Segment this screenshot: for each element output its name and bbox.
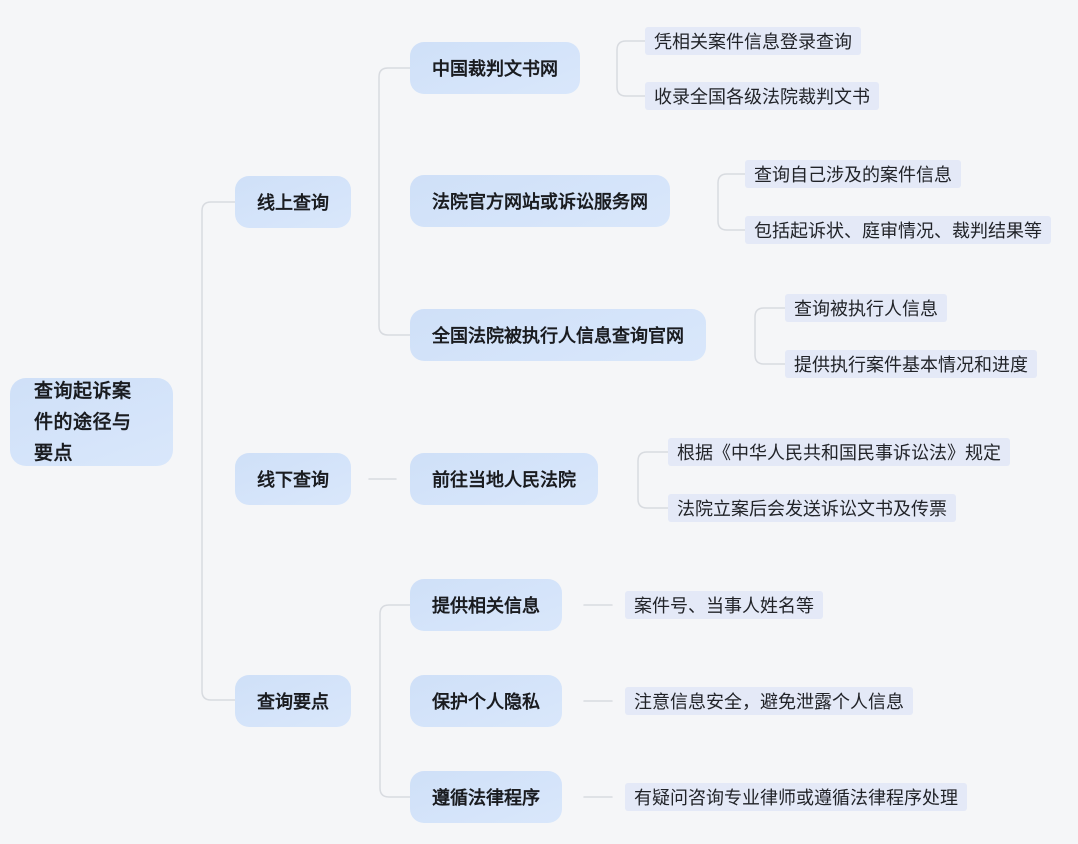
leaf-execution-progress[interactable]: 提供执行案件基本情况和进度 [785,350,1037,378]
branch-online[interactable]: 线上查询 [235,176,351,228]
node-wenshu-site[interactable]: 中国裁判文书网 [410,42,580,94]
leaf-own-case-info[interactable]: 查询自己涉及的案件信息 [745,160,961,188]
node-provide-info[interactable]: 提供相关信息 [410,579,562,631]
leaf-court-documents[interactable]: 法院立案后会发送诉讼文书及传票 [668,494,956,522]
node-protect-privacy[interactable]: 保护个人隐私 [410,675,562,727]
leaf-wenshu-collection[interactable]: 收录全国各级法院裁判文书 [645,82,879,110]
root-node[interactable]: 查询起诉案件的途径与要点 [10,378,173,466]
branch-keypoints[interactable]: 查询要点 [235,675,351,727]
node-court-site[interactable]: 法院官方网站或诉讼服务网 [410,175,670,227]
bracket-wenshu-leaves [616,40,647,97]
node-local-court[interactable]: 前往当地人民法院 [410,453,598,505]
leaf-case-contents[interactable]: 包括起诉状、庭审情况、裁判结果等 [745,216,1051,244]
leaf-executee-info[interactable]: 查询被执行人信息 [785,294,947,322]
bracket-local-court-leaves [637,451,670,509]
bracket-court-site-leaves [717,173,747,231]
node-legal-procedure[interactable]: 遵循法律程序 [410,771,562,823]
bracket-keypoints-children [379,604,412,798]
bracket-executee-leaves [754,307,787,365]
leaf-wenshu-login[interactable]: 凭相关案件信息登录查询 [645,27,861,55]
leaf-civil-procedure-law[interactable]: 根据《中华人民共和国民事诉讼法》规定 [668,438,1010,466]
bracket-branches [201,201,237,701]
leaf-case-number[interactable]: 案件号、当事人姓名等 [625,591,823,619]
branch-offline[interactable]: 线下查询 [235,453,351,505]
leaf-consult-lawyer[interactable]: 有疑问咨询专业律师或遵循法律程序处理 [625,783,967,811]
bracket-online-children [378,67,412,336]
leaf-info-security[interactable]: 注意信息安全，避免泄露个人信息 [625,687,913,715]
node-executee-site[interactable]: 全国法院被执行人信息查询官网 [410,309,706,361]
